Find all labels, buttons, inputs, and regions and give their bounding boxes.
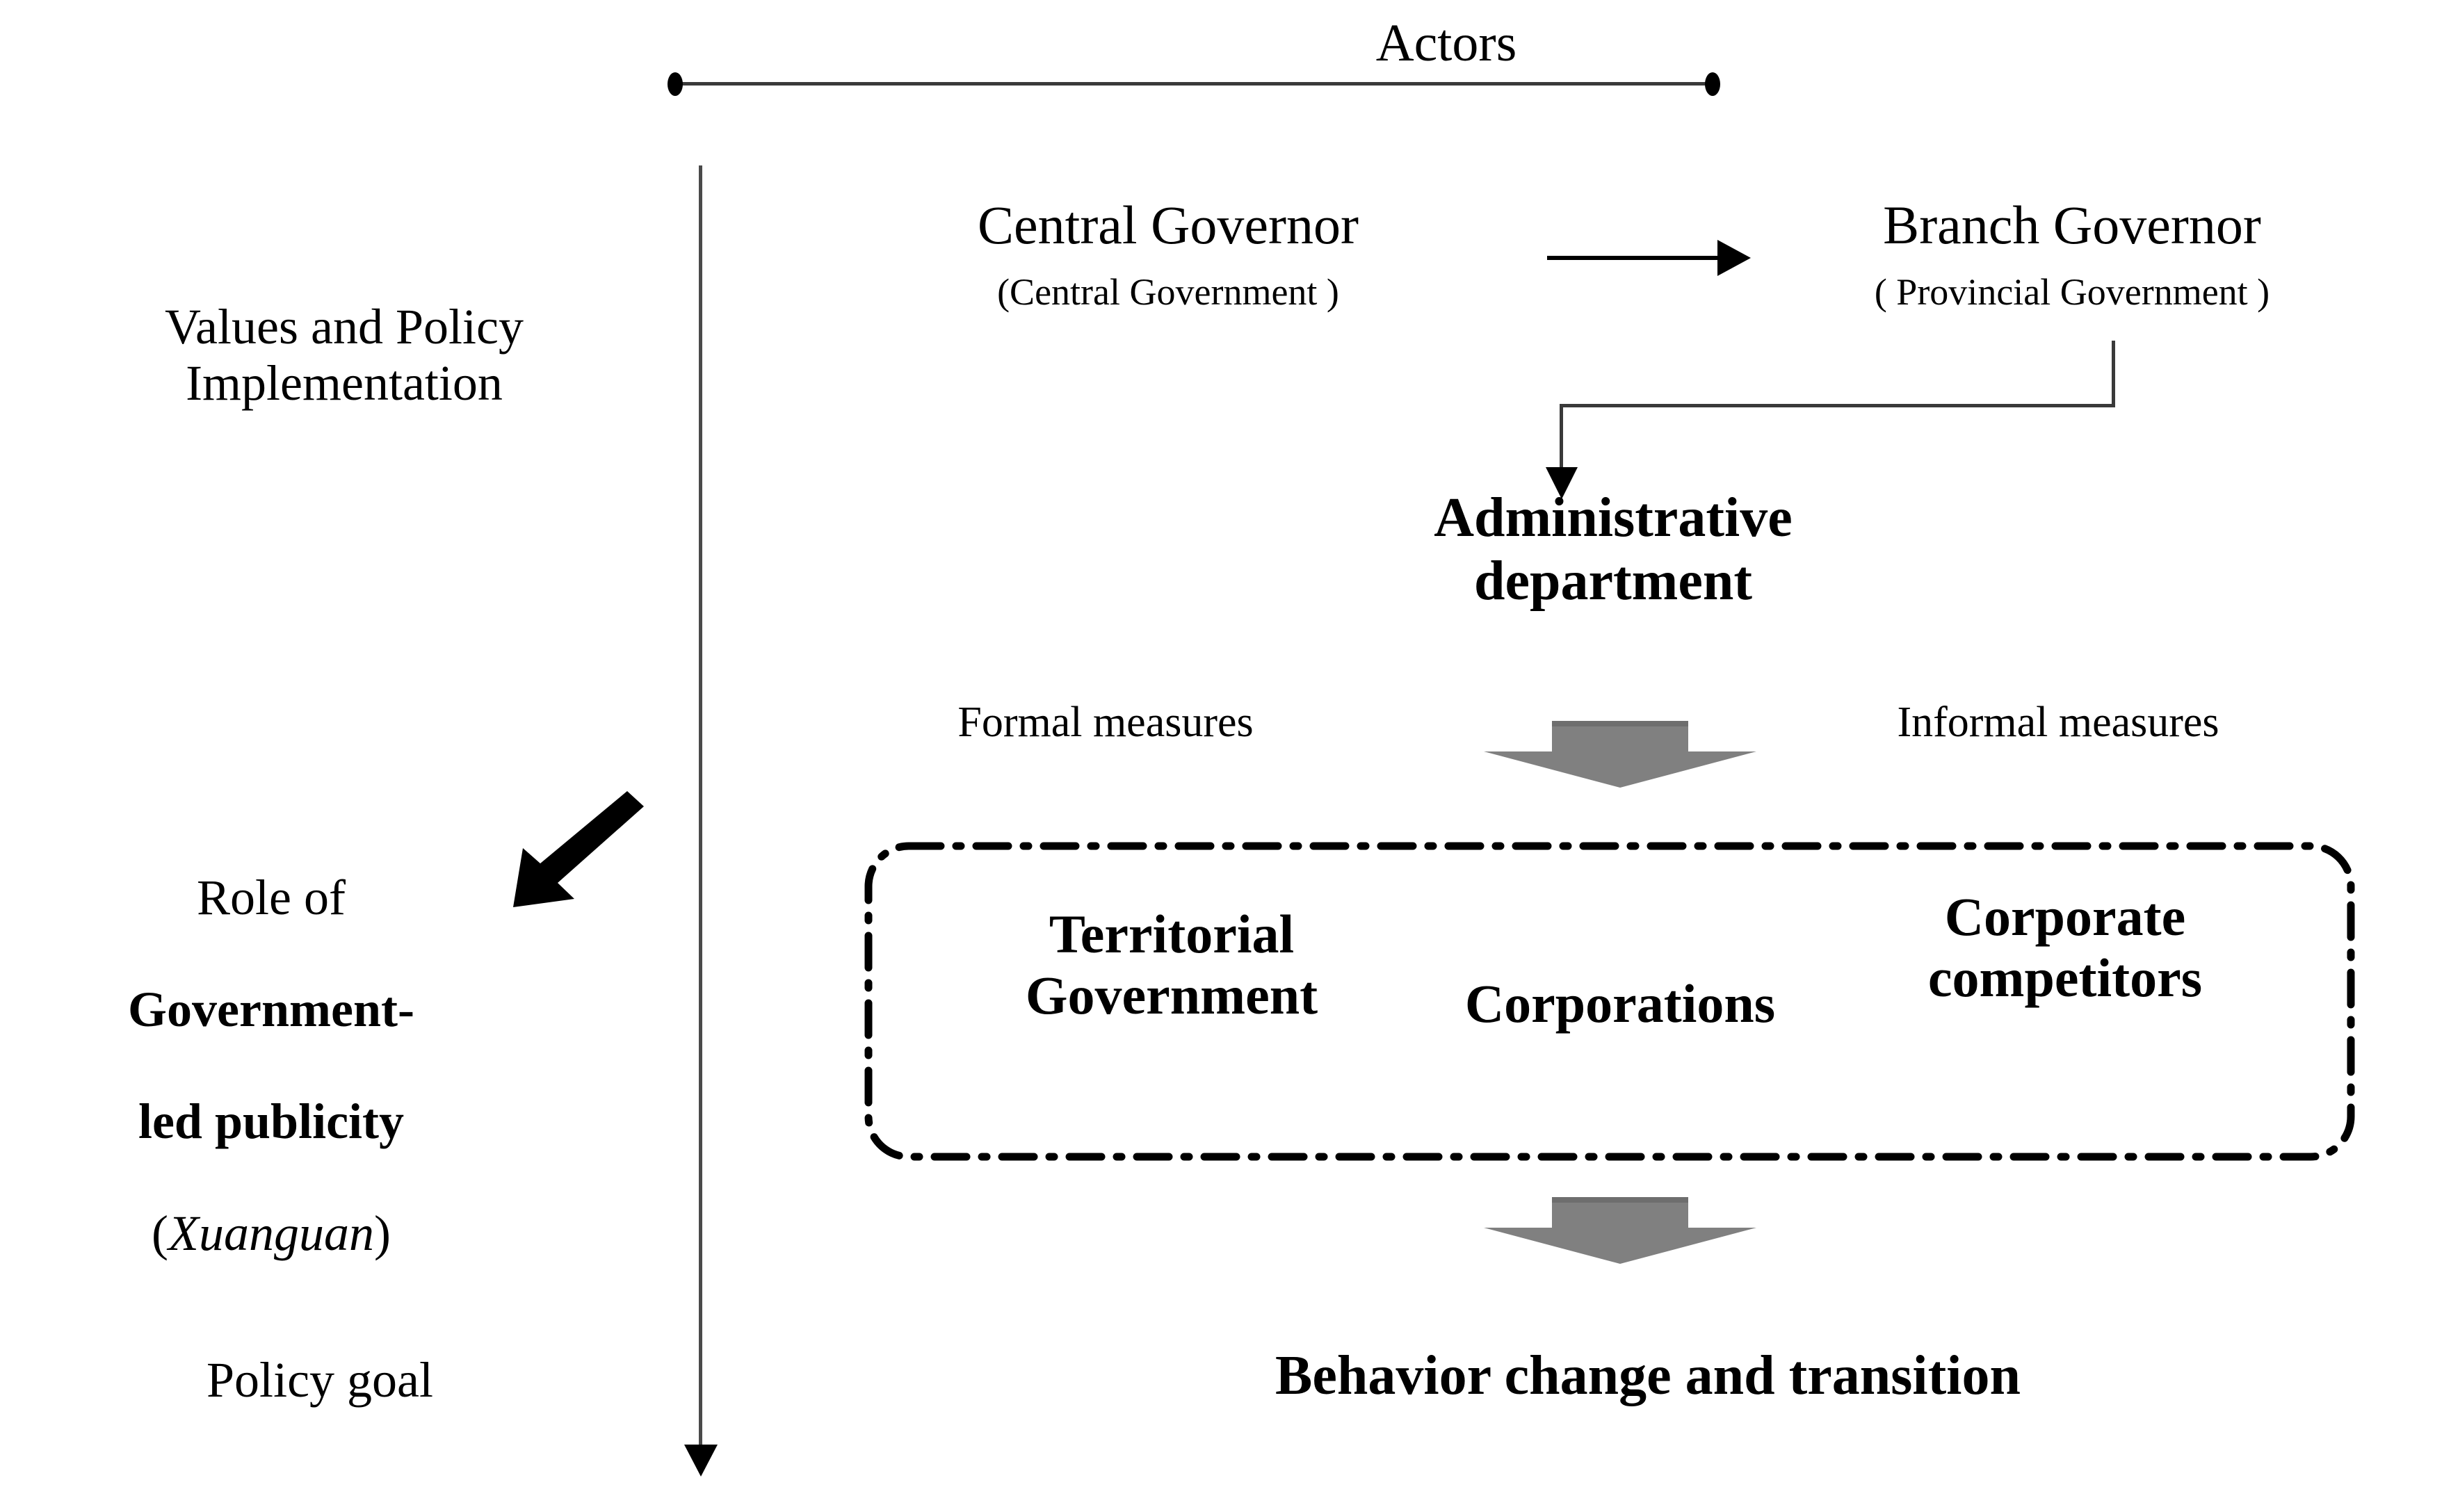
stage-axis-arrowhead-icon xyxy=(684,1445,718,1477)
stage-label-policy-goal: Policy goal xyxy=(207,1352,433,1408)
role-label-line-2: Government- xyxy=(128,981,414,1037)
branch-governor-title: Branch Governor xyxy=(1883,194,2261,255)
role-label-line-3: led publicity xyxy=(138,1094,405,1150)
node-administrative-department: Administrative department xyxy=(1434,487,1793,612)
pointer-arrow-to-role-label xyxy=(513,791,644,907)
actor-central-governor: Central Governor (Central Government ) xyxy=(800,184,1537,325)
central-to-branch-arrowhead-icon xyxy=(1717,240,1751,276)
actor-group-box xyxy=(862,840,2357,1163)
xuanguan-term: Xuanguan xyxy=(168,1205,374,1262)
stage-axis-line xyxy=(699,165,702,1452)
actors-axis-start-dot-icon xyxy=(668,72,683,96)
role-label-line-4: (Xuanguan) xyxy=(21,1205,521,1262)
actor-branch-governor: Branch Governor ( Provincial Government … xyxy=(1697,184,2448,325)
branch-to-department-arrowhead-icon xyxy=(1546,467,1578,499)
block-arrow-department-to-actors-icon xyxy=(1484,721,1756,788)
paren-close: ) xyxy=(373,1205,391,1262)
central-to-branch-arrow-line xyxy=(1547,256,1721,260)
label-formal-measures: Formal measures xyxy=(957,699,1254,746)
branch-to-department-connector-segment-horizontal xyxy=(1560,404,2115,407)
node-behavior-change-and-transition: Behavior change and transition xyxy=(1275,1345,2021,1406)
central-governor-subtitle: (Central Government ) xyxy=(997,270,1339,313)
role-label-line-1: Role of xyxy=(197,869,346,925)
actors-axis-end-dot-icon xyxy=(1705,72,1720,96)
actor-corporate-competitors: Corporate competitors xyxy=(1927,886,2203,1009)
branch-governor-subtitle: ( Provincial Government ) xyxy=(1874,270,2270,313)
paren-open: ( xyxy=(152,1205,168,1262)
actor-territorial-government: Territorial Government xyxy=(1025,904,1318,1026)
block-arrow-actors-to-outcome-icon xyxy=(1484,1197,1756,1264)
central-governor-title: Central Governor xyxy=(978,194,1359,255)
stage-label-role-of-government-led-publicity: Role of Government- led publicity (Xuang… xyxy=(21,813,521,1318)
branch-to-department-connector-segment-vertical-left xyxy=(1560,404,1563,472)
actors-axis-line xyxy=(674,82,1714,86)
stage-label-values-and-policy-implementation: Values and Policy Implementation xyxy=(165,299,524,411)
branch-to-department-connector-segment-vertical-right xyxy=(2112,341,2115,407)
actor-corporations: Corporations xyxy=(1464,973,1776,1034)
label-informal-measures: Informal measures xyxy=(1897,699,2219,746)
actors-axis-label: Actors xyxy=(1375,14,1517,72)
